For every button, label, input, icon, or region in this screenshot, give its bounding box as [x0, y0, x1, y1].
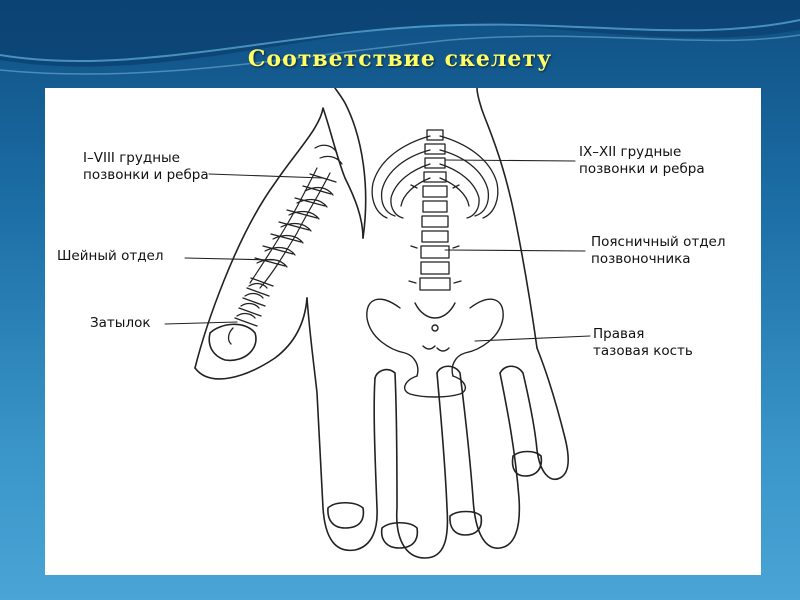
pelvis	[366, 298, 504, 398]
wave-decoration	[0, 0, 800, 75]
hand-outline	[194, 88, 570, 559]
hand-skeleton-illustration	[164, 88, 591, 559]
pointer-lines	[164, 159, 591, 342]
label-thoracic-1-8: I–VIII грудные позвонки и ребра	[83, 150, 209, 184]
label-lumbar-line2: позвоночника	[591, 251, 691, 267]
label-thoracic-9-12-line2: позвонки и ребра	[579, 161, 705, 177]
label-cervical: Шейный отдел	[57, 248, 163, 265]
label-cervical-line1: Шейный отдел	[57, 248, 164, 264]
label-thoracic-9-12: IX–XII грудные позвонки и ребра	[579, 144, 705, 178]
label-occiput: Затылок	[90, 315, 151, 332]
thumb-ribs	[249, 144, 343, 289]
diagram-panel: I–VIII грудные позвонки и ребра IX–XII г…	[45, 88, 761, 575]
label-lumbar-line1: Поясничный отдел	[591, 234, 726, 250]
label-thoracic-9-12-line1: IX–XII грудные	[579, 144, 682, 160]
label-pelvis: Правая тазовая кость	[593, 326, 693, 360]
label-pelvis-line2: тазовая кость	[593, 343, 693, 359]
cervical-vertebrae	[227, 277, 274, 345]
label-lumbar: Поясничный отдел позвоночника	[591, 234, 725, 268]
label-thoracic-1-8-line2: позвонки и ребра	[83, 167, 209, 183]
label-thoracic-1-8-line1: I–VIII грудные	[83, 150, 180, 166]
rib-cage	[371, 135, 499, 219]
label-occiput-line1: Затылок	[90, 315, 151, 331]
slide-title: Соответствие скелету	[247, 46, 553, 72]
label-pelvis-line1: Правая	[593, 326, 645, 342]
spine	[408, 129, 462, 291]
